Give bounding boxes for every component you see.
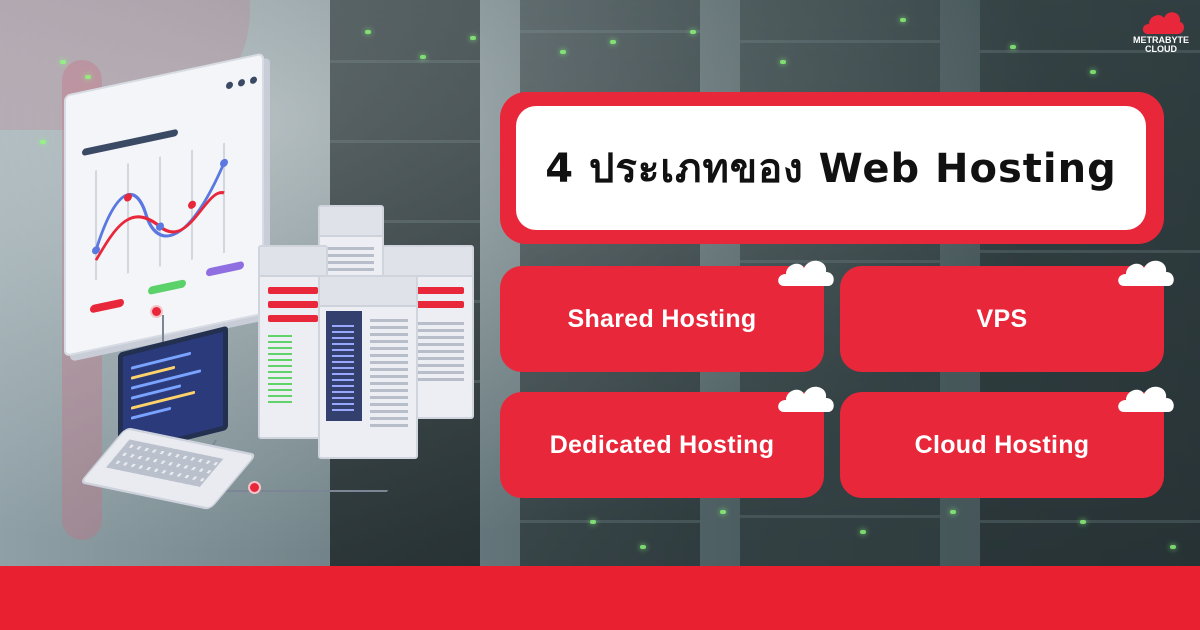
connection-node xyxy=(150,305,163,318)
card-shared-hosting: Shared Hosting xyxy=(500,260,834,372)
cloud-icon xyxy=(778,386,834,412)
brand-logo: METRABYTE CLOUD xyxy=(1128,8,1194,58)
monitor-chart-icon xyxy=(64,52,264,358)
card-dedicated-hosting: Dedicated Hosting xyxy=(500,386,834,498)
wire xyxy=(162,315,166,355)
server-icon xyxy=(258,245,328,439)
logo-subtext: CLOUD xyxy=(1145,44,1177,54)
card-label: Dedicated Hosting xyxy=(549,430,775,459)
card-label: Shared Hosting xyxy=(567,304,757,333)
card-cloud-hosting: Cloud Hosting xyxy=(840,386,1174,498)
footer-band xyxy=(0,566,1200,630)
cloud-logo-icon xyxy=(1142,12,1184,35)
title-frame: 4 ประเภทของ Web Hosting xyxy=(500,92,1164,244)
card-label: VPS xyxy=(976,304,1028,333)
title-box: 4 ประเภทของ Web Hosting xyxy=(516,106,1146,230)
hosting-illustration xyxy=(50,52,480,511)
server-icon xyxy=(318,275,418,459)
cloud-icon xyxy=(778,260,834,286)
cloud-icon xyxy=(1118,386,1174,412)
card-label: Cloud Hosting xyxy=(914,430,1090,459)
card-vps: VPS xyxy=(840,260,1174,372)
connection-node xyxy=(248,481,261,494)
cloud-icon xyxy=(1118,260,1174,286)
logo-text: METRABYTE xyxy=(1133,35,1189,45)
page-title: 4 ประเภทของ Web Hosting xyxy=(545,146,1117,192)
